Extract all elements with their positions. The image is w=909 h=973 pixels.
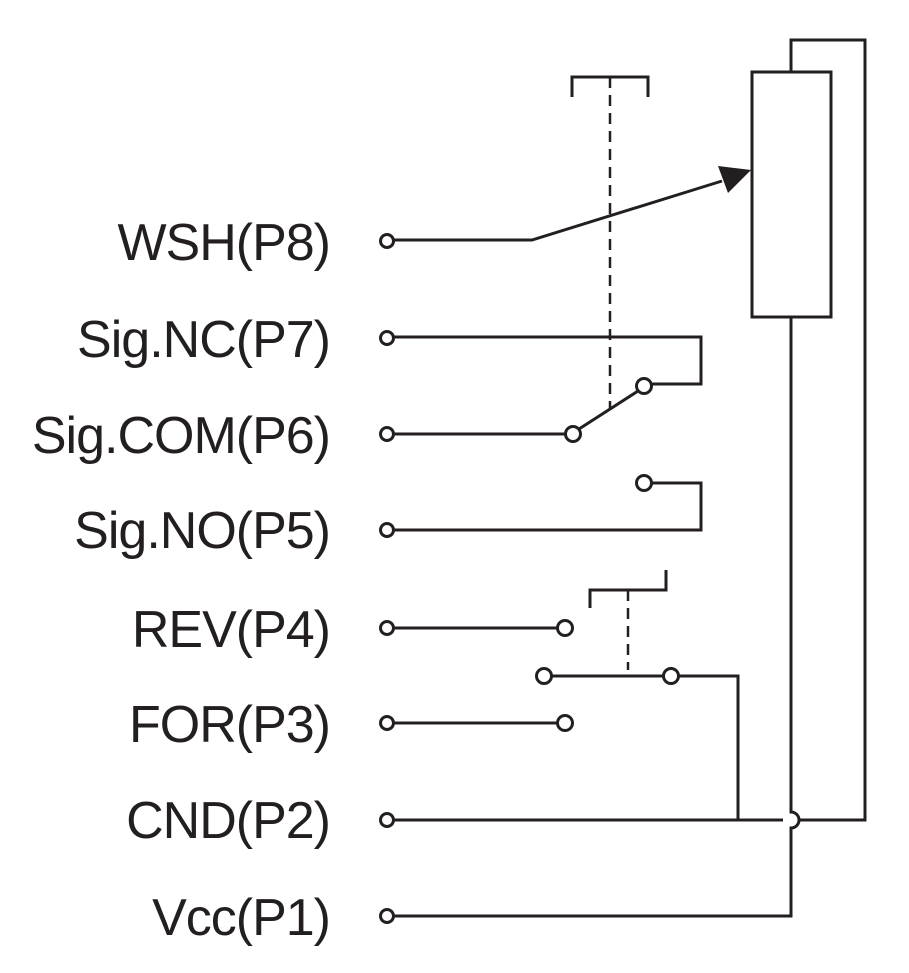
pin-terminals — [379, 233, 395, 924]
direction-actuator-bracket — [588, 570, 668, 608]
terminal-p8 — [379, 233, 395, 249]
vcc-lead — [393, 317, 801, 918]
com-contact — [564, 425, 582, 443]
pin-label-p4: REV(P4) — [132, 601, 330, 659]
resistor-body — [750, 70, 833, 319]
rev-contact — [556, 619, 574, 637]
terminal-p1 — [379, 908, 395, 924]
direction-left-contact — [535, 667, 553, 685]
wiper-arrow — [718, 166, 751, 193]
terminal-p3 — [379, 715, 395, 731]
terminal-p7 — [379, 330, 395, 346]
terminal-p6 — [379, 426, 395, 442]
pin-label-p6: Sig.COM(P6) — [32, 407, 330, 465]
pin-label-p1: Vcc(P1) — [152, 889, 330, 947]
terminal-p5 — [379, 522, 395, 538]
no-wire — [393, 481, 703, 532]
wiper-wire — [393, 179, 723, 242]
terminal-p4 — [379, 620, 395, 636]
pin-label-p3: FOR(P3) — [129, 696, 330, 754]
signal-switch — [393, 75, 703, 532]
resistor-top-lead — [789, 38, 867, 822]
pin-label-p8: WSH(P8) — [117, 214, 330, 272]
for-contact — [556, 714, 574, 732]
nc-wire — [393, 335, 703, 386]
direction-switch — [393, 570, 740, 820]
direction-right-contact — [662, 667, 680, 685]
terminal-p2 — [379, 812, 395, 828]
direction-ground-lead — [679, 674, 740, 820]
switch-blade — [578, 389, 639, 431]
pin-label-p2: CND(P2) — [126, 792, 330, 850]
potentiometer — [393, 38, 867, 918]
pin-label-p7: Sig.NC(P7) — [77, 311, 330, 369]
no-contact — [635, 474, 653, 492]
pin-labels: WSH(P8) Sig.NC(P7) Sig.COM(P6) Sig.NO(P5… — [32, 214, 331, 947]
pin-label-p5: Sig.NO(P5) — [74, 502, 330, 560]
nc-contact — [635, 377, 653, 395]
